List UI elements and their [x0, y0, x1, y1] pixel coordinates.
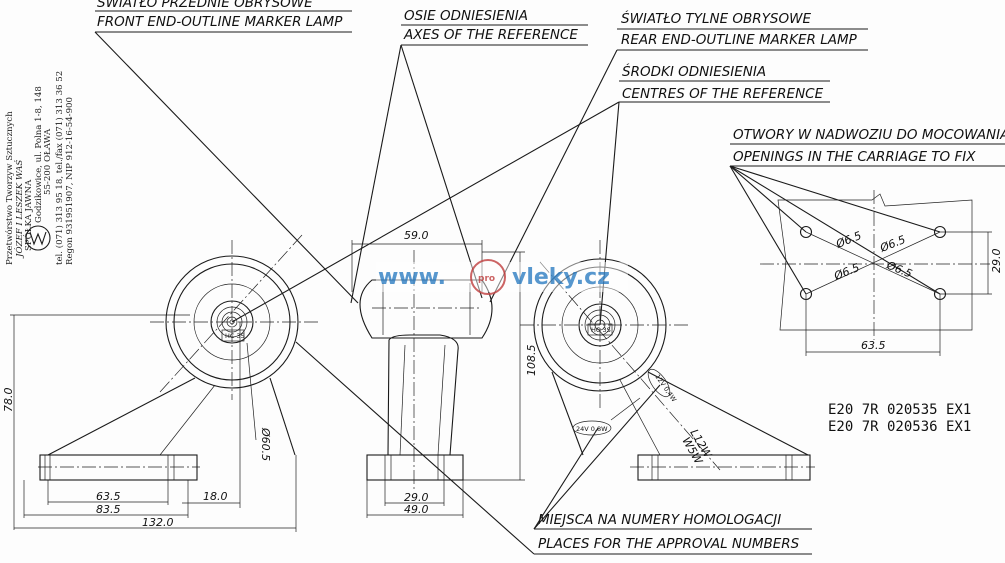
mark-24v: 24V 0,8W	[576, 425, 608, 433]
label-places-en: PLACES FOR THE APPROVAL NUMBERS	[538, 536, 800, 552]
label-axes: OSIE ODNIESIENIA AXES OF THE REFERENCE	[350, 8, 588, 304]
label-rear-lamp: ŚWIATŁO TYLNE OBRYSOWE REAR END-OUTLINE …	[489, 9, 868, 303]
watermark-badge: pro	[478, 274, 495, 284]
dim-108-5: 108.5	[525, 345, 538, 377]
dim-49: 49.0	[404, 503, 429, 516]
dim-phi-60-5: Ø60.5	[259, 427, 272, 461]
label-openings-pl: OTWORY W NADWOZIU DO MOCOWANIA	[733, 127, 1005, 143]
watermark-right: vleky.cz	[512, 265, 610, 290]
front-lamp-mark: HC 3S	[225, 332, 245, 340]
dim-83-5: 83.5	[96, 503, 121, 516]
rear-lamp-mark: HC 3S	[591, 326, 611, 334]
company-line-2: JÓZEF I LESZEK WAŚ	[13, 160, 25, 259]
label-centres-pl: ŚRODKI ODNIESIENIA	[622, 62, 766, 80]
company-line-1: Przetwórstwo Tworzyw Sztucznych	[4, 111, 15, 265]
label-rear-lamp-en: REAR END-OUTLINE MARKER LAMP	[621, 32, 858, 48]
dim-29-right: 29.0	[990, 249, 1003, 274]
front-lamp-view: HC 3S	[38, 234, 320, 481]
dim-hole-4: Ø6.5	[884, 258, 914, 280]
company-logo	[25, 225, 51, 251]
label-front-lamp-pl: ŚWIATŁO PRZEDNIE OBRYSOWE	[97, 0, 313, 11]
label-axes-pl: OSIE ODNIESIENIA	[404, 8, 528, 24]
side-lamp-dimensions: 108.5 29.0 49.0	[366, 251, 538, 518]
watermark-badge-icon	[470, 259, 506, 295]
company-line-4: Godzikowice, ul. Polna 1-8, 148	[34, 86, 44, 223]
dim-63-5: 63.5	[96, 490, 121, 503]
dim-132: 132.0	[142, 516, 174, 529]
mounting-holes-panel: Ø6.5 Ø6.5 Ø6.5 Ø6.5 29.0 63.5	[760, 190, 1003, 356]
approval-code-2: E20 7R 020536 EX1	[828, 419, 971, 435]
label-openings-en: OPENINGS IN THE CARRIAGE TO FIX	[733, 149, 976, 165]
front-lamp-dimensions: 78.0 63.5 83.5 132.0 18.0 Ø60.5	[2, 314, 297, 532]
label-centres: ŚRODKI ODNIESIENIA CENTRES OF THE REFERE…	[231, 62, 830, 326]
company-line-5: 55-200 OŁAWA	[43, 128, 53, 195]
company-line-6: tel. (071) 313 95 18, tel./fax (071) 313…	[54, 71, 65, 265]
company-line-3: SPÓŁKA JAWNA	[22, 179, 34, 251]
label-front-lamp: ŚWIATŁO PRZEDNIE OBRYSOWE FRONT END-OUTL…	[94, 0, 359, 304]
approval-codes: E20 7R 020535 EX1 E20 7R 020536 EX1	[828, 402, 971, 435]
watermark: www. pro vleky.cz	[376, 259, 628, 295]
dim-18: 18.0	[203, 490, 228, 503]
label-axes-en: AXES OF THE REFERENCE	[403, 27, 578, 43]
approval-code-1: E20 7R 020535 EX1	[828, 402, 971, 418]
dim-59: 59.0	[404, 229, 429, 242]
label-places: MIEJSCA NA NUMERY HOMOLOGACJI PLACES FOR…	[295, 341, 812, 555]
dim-29-bottom: 29.0	[404, 491, 429, 504]
watermark-left: www.	[378, 265, 446, 290]
label-front-lamp-en: FRONT END-OUTLINE MARKER LAMP	[97, 14, 343, 30]
label-rear-lamp-pl: ŚWIATŁO TYLNE OBRYSOWE	[621, 9, 811, 27]
company-line-7: Regon 931951907, NIP 912-16-54-900	[65, 97, 75, 265]
dim-63-5-right: 63.5	[861, 339, 886, 352]
label-centres-en: CENTRES OF THE REFERENCE	[622, 86, 824, 102]
dim-hole-2: Ø6.5	[877, 233, 907, 255]
label-openings: OTWORY W NADWOZIU DO MOCOWANIA OPENINGS …	[729, 127, 1005, 295]
side-lamp-view: 59.0	[351, 229, 493, 490]
company-stamp: Przetwórstwo Tworzyw Sztucznych JÓZEF I …	[4, 71, 75, 265]
label-places-pl: MIEJSCA NA NUMERY HOMOLOGACJI	[538, 512, 781, 528]
dim-78: 78.0	[2, 388, 15, 413]
